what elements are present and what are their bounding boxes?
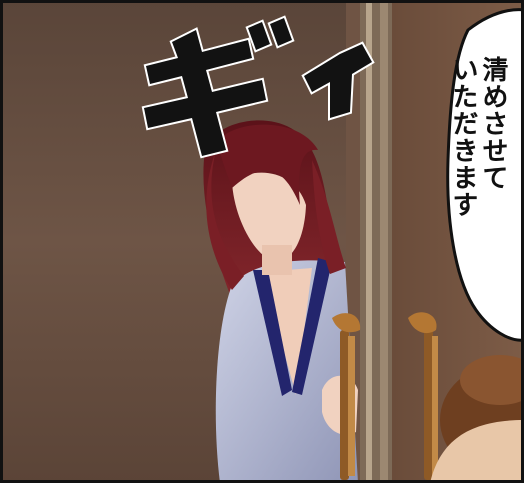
collar-left bbox=[253, 270, 292, 396]
collar-right bbox=[292, 258, 332, 395]
speech-line-2: いただきます bbox=[448, 56, 478, 218]
face bbox=[232, 172, 306, 262]
door-handle-icon bbox=[408, 312, 438, 480]
speech-text: 清めさせて いただきます bbox=[448, 56, 508, 316]
speech-line-1: 清めさせて bbox=[478, 56, 508, 191]
door-handle-icon bbox=[332, 313, 361, 480]
